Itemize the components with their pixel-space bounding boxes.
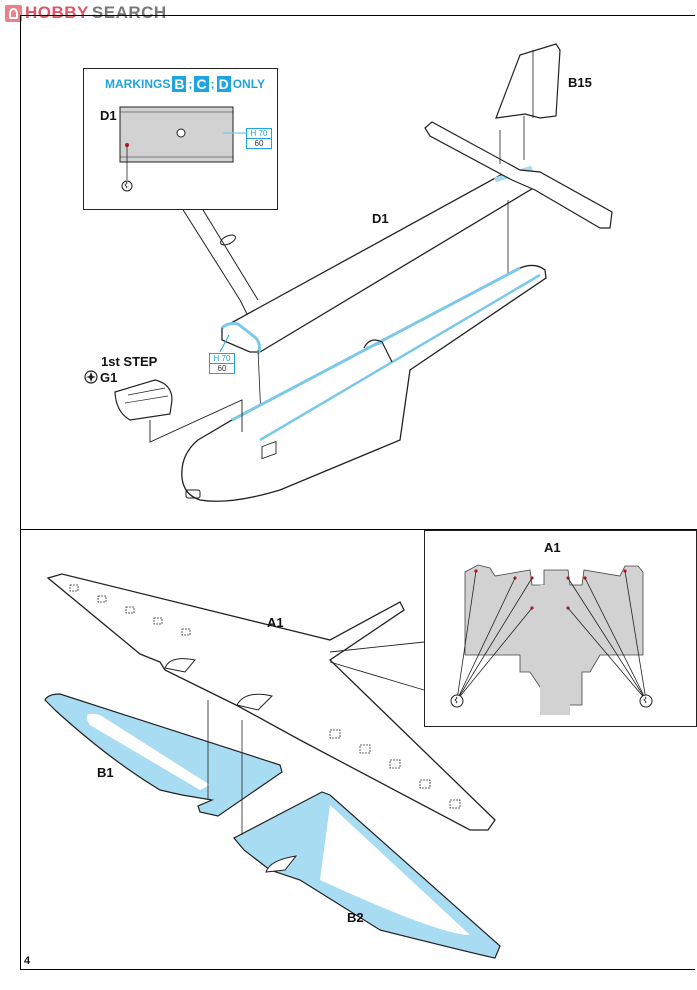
star-marker-icon (84, 370, 98, 384)
markings-suffix: ONLY (232, 77, 265, 91)
part-b1-wing-lower (44, 693, 283, 817)
markings-note: MARKINGS B ; C ; D ONLY (105, 76, 265, 92)
remove-marker-icon (121, 180, 133, 192)
marking-letter-d: D (216, 76, 231, 92)
page-number: 4 (24, 955, 31, 967)
paint-code: H 70 (210, 354, 234, 364)
part-b2-wing-lower (233, 791, 501, 959)
part-label-b15: B15 (568, 75, 592, 90)
part-fuselage (181, 264, 547, 502)
leader-line (149, 399, 243, 443)
part-tailplane (424, 121, 613, 229)
part-label-g1: G1 (100, 370, 118, 385)
part-a1-wing-upper (46, 573, 496, 831)
inset-part-label-d1: D1 (100, 108, 117, 123)
page-frame (20, 15, 695, 970)
callout-line (329, 661, 425, 691)
hobbysearch-logo: HOBBY SEARCH (5, 3, 167, 23)
logo-text-search: SEARCH (91, 3, 167, 22)
part-label-b1: B1 (97, 765, 114, 780)
part-b15-fin (495, 43, 561, 164)
paint-number: 60 (217, 364, 227, 373)
paint-code: H 70 (247, 129, 271, 139)
logo-text-hobby: HOBBY (25, 3, 89, 22)
callout-line (199, 204, 259, 301)
markings-prefix: MARKINGS (105, 77, 171, 91)
part-label-a1: A1 (267, 615, 284, 630)
marking-letter-b: B (172, 76, 187, 92)
remove-marker-icon (639, 694, 653, 708)
paint-number: 60 (254, 139, 264, 148)
remove-marker-icon (450, 694, 464, 708)
paint-code-inset: H 70 60 (246, 128, 272, 149)
part-label-b2: B2 (347, 910, 364, 925)
part-label-d1: D1 (372, 211, 389, 226)
callout-line (179, 204, 251, 321)
callout-line (329, 641, 425, 653)
paint-code-canopy: H 70 60 (209, 353, 235, 374)
inset-part-label-a1: A1 (544, 540, 561, 555)
marking-letter-c: C (194, 76, 209, 92)
part-g1 (114, 379, 173, 421)
section-divider (20, 529, 697, 530)
step-title: 1st STEP (101, 354, 158, 369)
paint-leader-line (219, 334, 230, 353)
logo-icon (5, 4, 22, 22)
